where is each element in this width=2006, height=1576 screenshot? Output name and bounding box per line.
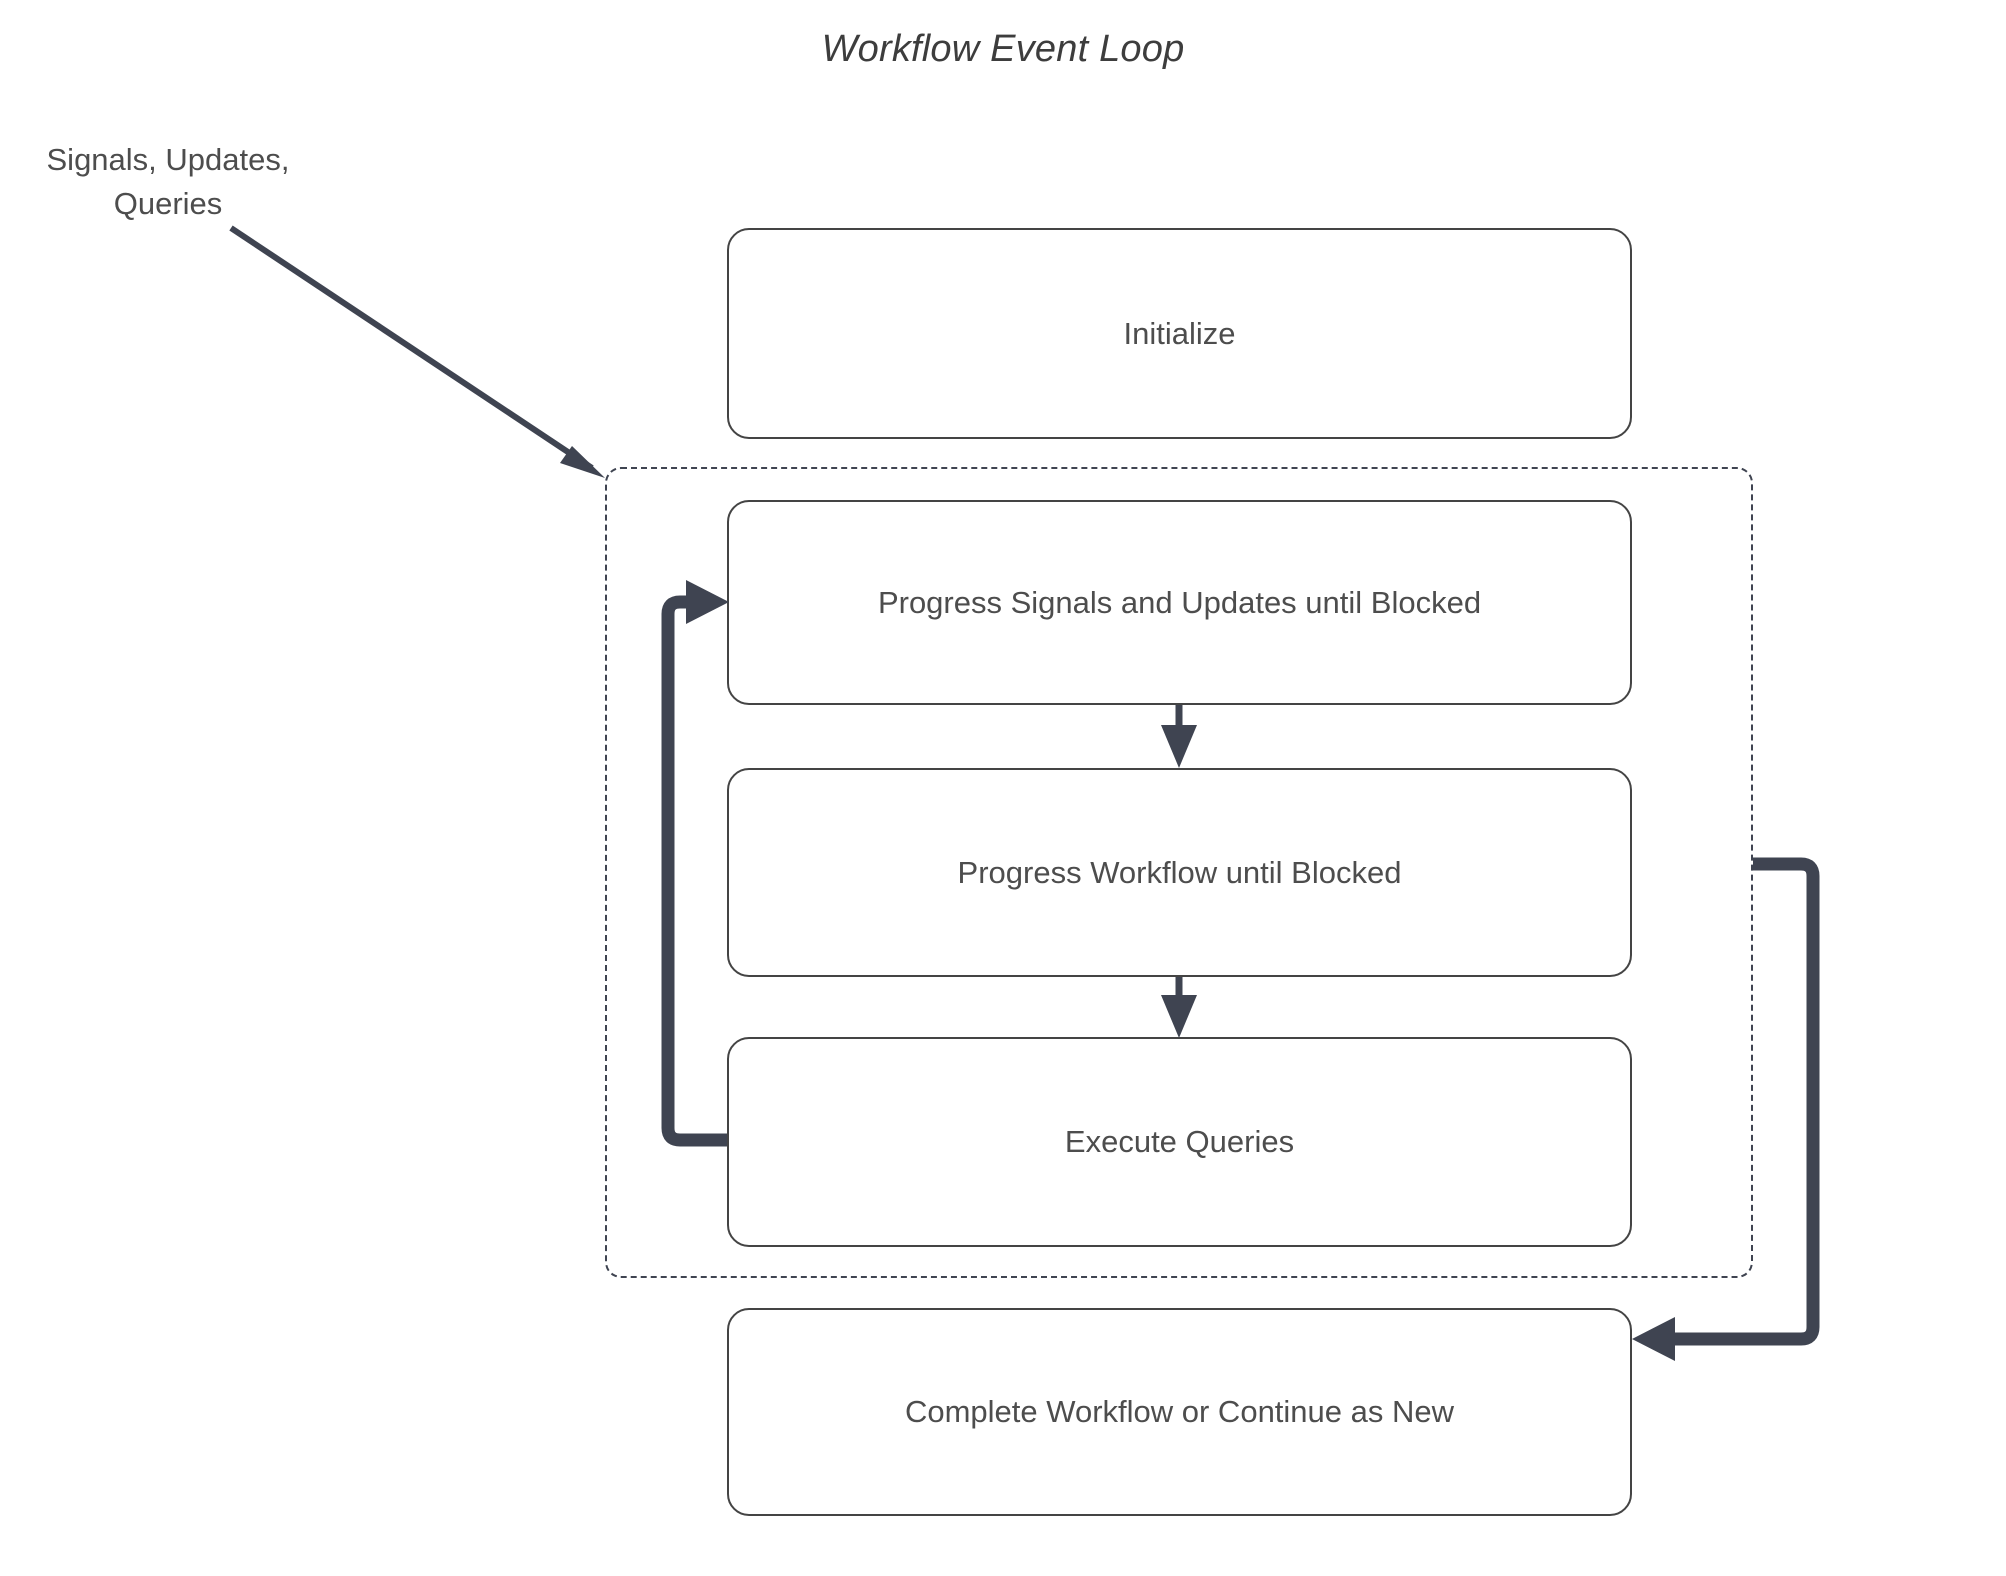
node-progress-signals-label: Progress Signals and Updates until Block…: [877, 584, 1482, 620]
node-initialize-label: Initialize: [1123, 315, 1236, 351]
node-progress-signals[interactable]: Progress Signals and Updates until Block…: [727, 500, 1632, 705]
node-execute-queries-label: Execute Queries: [1064, 1124, 1295, 1159]
edge-input-to-loop-arrow: [229, 225, 605, 478]
external-input-label: Signals, Updates, Queries: [46, 142, 290, 221]
node-progress-workflow[interactable]: Progress Workflow until Blocked: [727, 768, 1632, 977]
node-complete-workflow[interactable]: Complete Workflow or Continue as New: [727, 1308, 1632, 1516]
node-progress-workflow-label: Progress Workflow until Blocked: [957, 854, 1402, 890]
node-execute-queries[interactable]: Execute Queries: [727, 1037, 1632, 1247]
node-complete-workflow-label: Complete Workflow or Continue as New: [904, 1394, 1455, 1429]
page-title: Workflow Event Loop: [821, 28, 1185, 70]
node-initialize[interactable]: Initialize: [727, 228, 1632, 439]
